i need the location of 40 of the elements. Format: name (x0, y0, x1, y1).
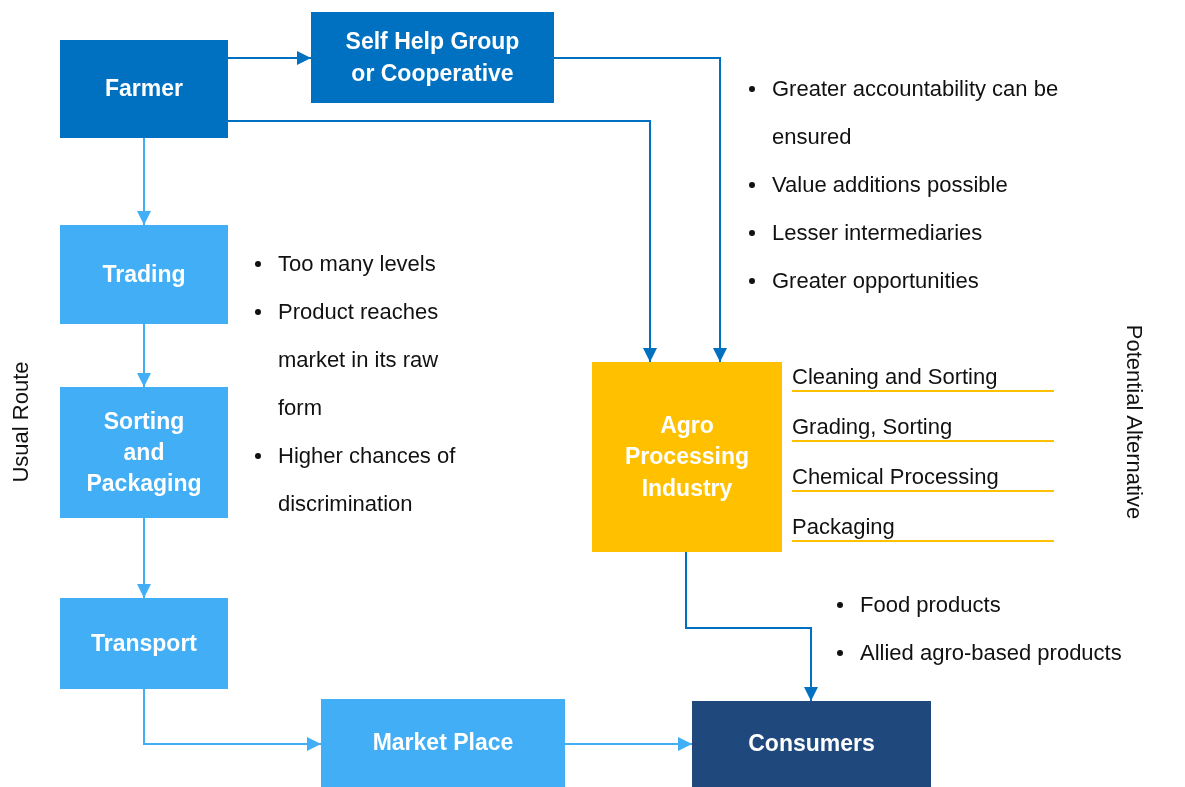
arrow (227, 51, 312, 65)
route-label: Usual Route (8, 361, 34, 483)
process-box (60, 40, 228, 138)
box-label: Trading (102, 259, 186, 289)
box-label: Market Place (372, 728, 514, 758)
process-box (60, 598, 228, 689)
box-label: Transport (90, 628, 198, 658)
process-box (311, 12, 554, 103)
process-step-label: Grading, Sorting (792, 412, 1054, 442)
arrow (143, 688, 322, 751)
process-box (692, 701, 931, 787)
arrow (685, 551, 818, 702)
box-label: Self Help Group or Cooperative (344, 27, 521, 88)
bullet-point: Product reaches market in its raw form (278, 298, 440, 422)
arrow (137, 517, 151, 599)
bullet-point: Greater accountability can be ensured (772, 75, 1060, 151)
bullet-point: Lesser intermediaries (772, 219, 984, 247)
box-label: Farmer (105, 74, 183, 104)
route-label: Potential Alternative (1121, 324, 1147, 520)
process-box (60, 387, 228, 518)
bullet-point: Value additions possible (772, 171, 1009, 199)
process-box (60, 225, 228, 324)
box-label: Sorting and Packaging (86, 406, 202, 498)
bullet-point: Greater opportunities (772, 267, 980, 295)
process-step-label: Chemical Processing (792, 462, 1054, 492)
arrow (227, 120, 657, 363)
arrow (564, 737, 693, 751)
bullet-point: Food products (860, 591, 1002, 619)
process-box (592, 362, 782, 552)
process-step-label: Cleaning and Sorting (792, 362, 1054, 392)
bullet-point: Higher chances of discrimination (278, 442, 457, 518)
arrow (553, 57, 727, 363)
box-label: Consumers (748, 729, 875, 759)
bullet-point: Allied agro-based products (860, 639, 1123, 667)
process-box (321, 699, 565, 787)
bullet-point: Too many levels (278, 250, 437, 278)
box-label: Agro Processing Industry (624, 411, 750, 503)
arrow (137, 137, 151, 226)
process-step-label: Packaging (792, 512, 1054, 542)
arrow (137, 323, 151, 388)
